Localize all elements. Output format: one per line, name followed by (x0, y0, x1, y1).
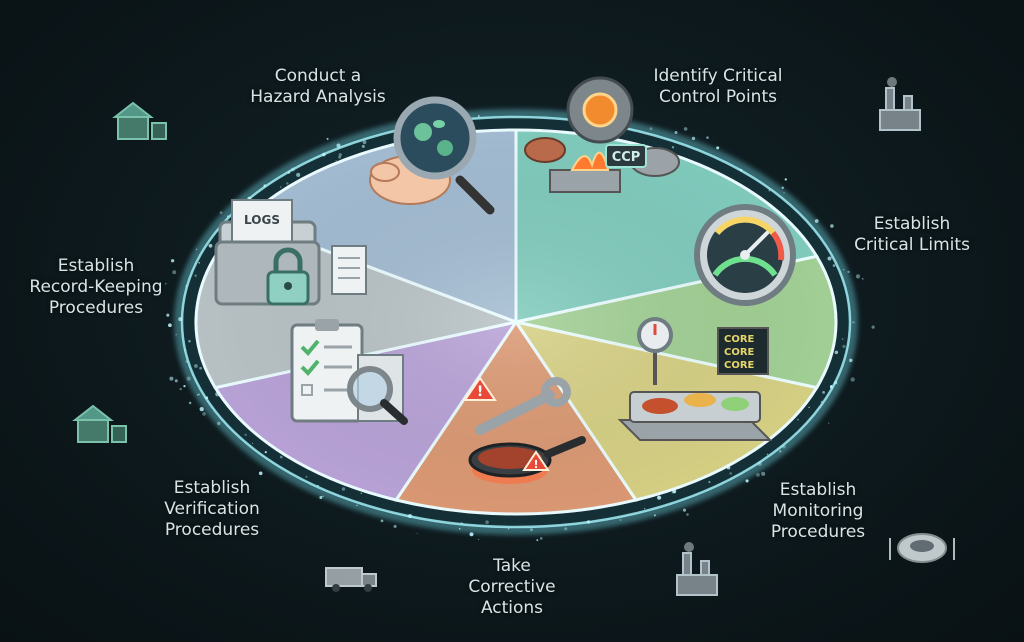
factory-icon (879, 77, 921, 131)
plate-icon (889, 533, 955, 563)
farm-icon (72, 404, 127, 443)
folder-lock-logs-icon: LOGS (214, 199, 367, 306)
ccp-badge: CCP (612, 150, 641, 165)
monitoring-card-line-1: CORE (724, 334, 755, 345)
wrench-pan-warning-icon: ! ! (463, 376, 586, 484)
clipboard-magnifier-icon (290, 319, 408, 425)
gear-cooking-ccp-icon: CCP (524, 76, 680, 193)
svg-text:!: ! (533, 458, 538, 471)
magnifier-bacteria-icon (369, 96, 495, 215)
monitoring-card-line-2: CORE (724, 347, 755, 358)
svg-text:!: ! (477, 384, 483, 400)
logs-label: LOGS (244, 213, 280, 227)
monitoring-card-line-3: CORE (724, 360, 755, 371)
farm-icon (112, 101, 167, 140)
factory-icon (676, 542, 718, 596)
gauge-icon (694, 204, 796, 306)
truck-icon (325, 567, 377, 592)
thermometer-food-tray-icon: CORE CORE CORE (617, 317, 773, 441)
